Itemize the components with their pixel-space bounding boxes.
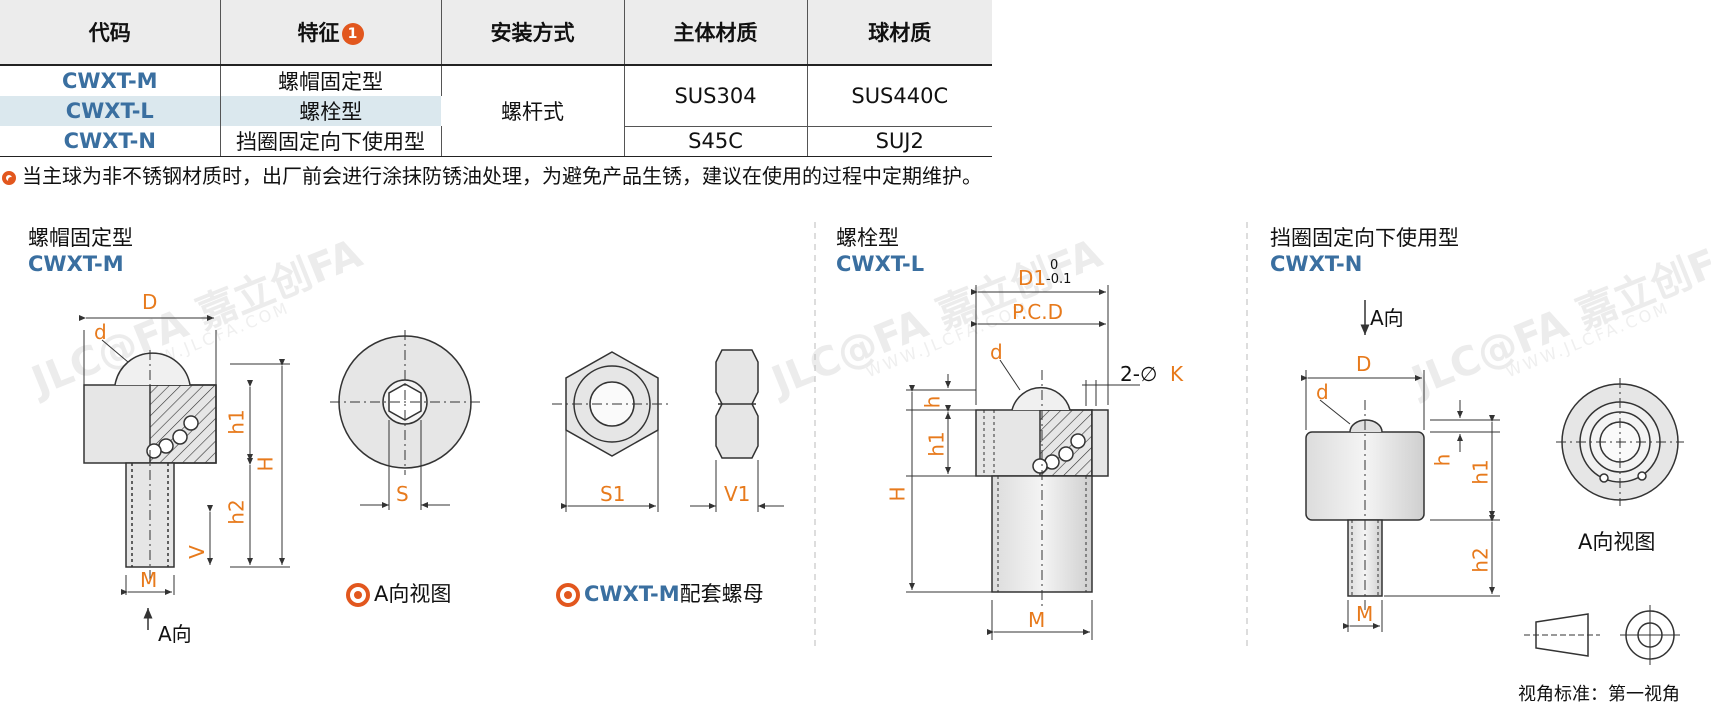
ball-material-cell: SUJ2: [807, 126, 992, 157]
nut-front-view: [552, 351, 672, 512]
nut-caption-code: CWXT-M: [584, 582, 680, 606]
dim-M: M: [1356, 602, 1374, 626]
a-view-caption: A向视图: [346, 578, 451, 608]
dim-D1-tol-lower: -0.1: [1046, 272, 1072, 287]
section-code: CWXT-L: [836, 252, 925, 276]
cwxt-m-side-view: [79, 315, 290, 630]
note-text: 当主球为非不锈钢材质时，出厂前会进行涂抹防锈油处理，为避免产品生锈，建议在使用的…: [22, 164, 982, 188]
dim-D1: D1: [1018, 266, 1047, 290]
header-body-material: 主体材质: [624, 0, 808, 66]
section-title-text: 螺栓型: [836, 226, 899, 250]
cwxt-m-a-view: [330, 330, 480, 510]
nut-caption: CWXT-M配套螺母: [556, 578, 764, 608]
code-cell: CWXT-L: [0, 96, 221, 126]
cwxt-n-side-view: [1301, 300, 1500, 632]
dim-D1-tol-upper: 0: [1050, 258, 1059, 273]
section-code: CWXT-N: [1270, 252, 1363, 276]
dim-H: H: [885, 486, 910, 502]
dim-H: H: [253, 456, 278, 472]
dim-D: D: [1356, 352, 1372, 376]
dim-PCD: P.C.D: [1012, 300, 1064, 324]
dim-S: S: [396, 482, 409, 506]
code-cell: CWXT-M: [0, 65, 221, 96]
body-material-cell: S45C: [624, 126, 808, 157]
table-row: CWXT-N 挡圈固定向下使用型 S45C SUJ2: [0, 126, 992, 157]
first-angle-projection-icon: [1524, 605, 1680, 665]
section-code: CWXT-M: [28, 252, 124, 276]
feature-cell: 螺帽固定型: [220, 65, 442, 96]
dim-d: d: [1316, 380, 1329, 404]
dim-h1: h1: [1468, 459, 1493, 485]
nut-caption-text: 配套螺母: [679, 582, 764, 606]
dim-d: d: [94, 320, 107, 344]
header-ball-material: 球材质: [807, 0, 992, 66]
table-row: CWXT-M 螺帽固定型 螺杆式 SUS304 SUS440C: [0, 65, 992, 157]
section-title-text: 挡圈固定向下使用型: [1270, 226, 1459, 250]
dim-V: V: [184, 545, 209, 559]
install-cell: 螺杆式: [441, 65, 625, 157]
a-view-caption-n: A向视图: [1578, 530, 1656, 554]
dim-h1: h1: [924, 431, 949, 457]
ball-material-cell: SUS440C: [807, 65, 992, 127]
dim-K: K: [1170, 362, 1184, 386]
projection-standard: 视角标准：第一视角: [1518, 684, 1680, 705]
dim-h2: h2: [1468, 547, 1493, 573]
note-bullet-icon: [2, 170, 16, 185]
dim-V1: V1: [724, 482, 751, 506]
dim-h1: h1: [224, 409, 249, 435]
header-install: 安装方式: [441, 0, 625, 66]
dim-h: h: [920, 395, 945, 409]
nut-bullet-icon: [556, 583, 580, 607]
feature-cell: 挡圈固定向下使用型: [220, 126, 442, 157]
feature-note-badge: 1: [341, 23, 364, 45]
table-row: CWXT-L 螺栓型: [0, 96, 992, 126]
dim-M: M: [1028, 608, 1046, 632]
dim-h: h: [1430, 453, 1455, 467]
header-feature-label: 特征: [297, 21, 340, 45]
nut-side-view: [690, 349, 784, 512]
a-view-bullet-icon: [346, 583, 370, 607]
feature-cell: 螺栓型: [220, 96, 441, 126]
dim-d: d: [990, 340, 1003, 364]
rust-note: 当主球为非不锈钢材质时，出厂前会进行涂抹防锈油处理，为避免产品生锈，建议在使用的…: [2, 160, 982, 189]
header-code: 代码: [0, 0, 221, 66]
a-view-caption-text: A向视图: [374, 582, 452, 606]
dim-M: M: [140, 568, 158, 592]
body-material-cell: SUS304: [624, 65, 808, 127]
dim-S1: S1: [600, 482, 626, 506]
dim-D: D: [142, 290, 158, 314]
a-direction-label: A向: [158, 622, 192, 646]
cwxt-n-a-view: [1556, 378, 1684, 506]
code-cell: CWXT-N: [0, 126, 221, 157]
a-direction-label: A向: [1370, 306, 1404, 330]
dim-h2: h2: [224, 499, 249, 525]
dim-K-prefix: 2-∅: [1120, 362, 1158, 386]
section-title-text: 螺帽固定型: [28, 226, 133, 250]
cwxt-l-side-view: [906, 285, 1140, 640]
